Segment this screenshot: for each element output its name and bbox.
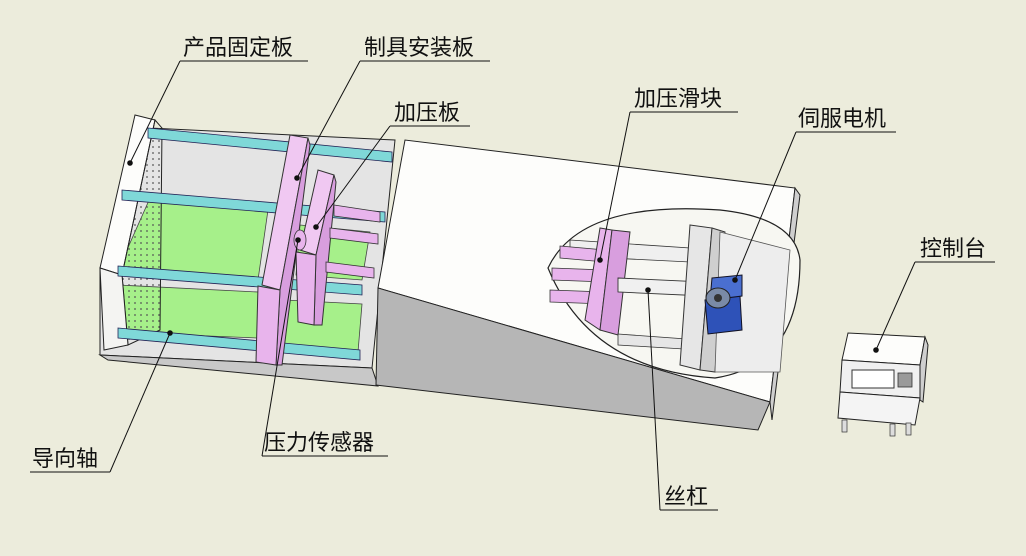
label-fixture-mounting-plate: 制具安装板 (364, 36, 474, 61)
label-pressure-plate: 加压板 (394, 101, 460, 126)
label-control-console: 控制台 (920, 237, 986, 262)
cutaway-view (547, 208, 801, 379)
label-guide-shaft: 导向轴 (32, 447, 98, 472)
label-pressure-slider: 加压滑块 (634, 87, 722, 112)
product-fixed-plate (99, 114, 163, 351)
label-pressure-sensor: 压力传感器 (264, 431, 374, 456)
control-console (837, 332, 929, 437)
label-servo-motor: 伺服电机 (798, 107, 886, 132)
pressure-plate (295, 169, 337, 326)
leader-lines (30, 60, 995, 511)
label-product-fixed-plate: 产品固定板 (183, 36, 293, 61)
fixture-mounting-plate (255, 134, 311, 366)
label-lead-screw: 丝杠 (664, 485, 708, 510)
push-rods (325, 204, 381, 279)
